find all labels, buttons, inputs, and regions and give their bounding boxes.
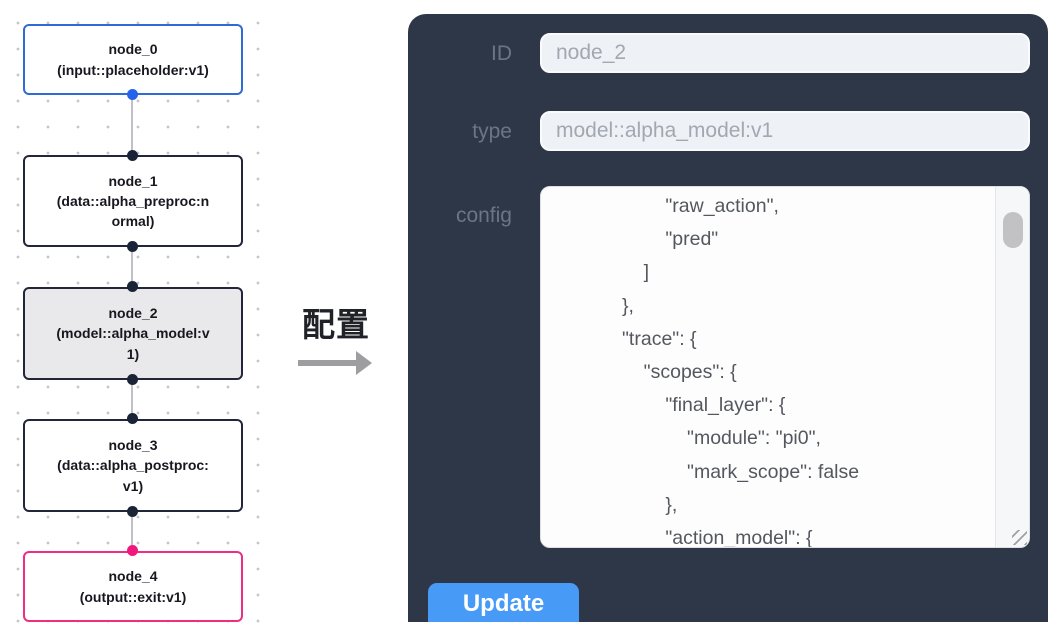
type-field-label: type	[472, 120, 512, 143]
config-json-text[interactable]: "raw_action", "pred" ] }, "trace": { "sc…	[622, 195, 860, 547]
node-input[interactable]: node_0 (input::placeholder:v1)	[23, 24, 243, 95]
node-type-label: (model::alpha_model:v1)	[56, 325, 210, 362]
scrollbar-track[interactable]	[995, 187, 1029, 547]
node-postproc[interactable]: node_3 (data::alpha_postproc:v1)	[23, 419, 243, 512]
edge-connector	[131, 95, 133, 156]
config-field-label: config	[455, 204, 512, 227]
edge-connector	[131, 379, 133, 420]
node-type-label: (data::alpha_preproc:normal)	[56, 192, 210, 230]
output-port[interactable]	[127, 89, 138, 100]
configure-label: 配置	[302, 306, 370, 343]
panel-region: ID type config "raw_action", "pred" ] },…	[390, 0, 1062, 622]
input-port[interactable]	[127, 150, 138, 161]
node-title: node_3	[108, 437, 158, 454]
output-port[interactable]	[127, 241, 138, 252]
output-port[interactable]	[127, 506, 138, 517]
scrollbar-thumb[interactable]	[1003, 212, 1023, 248]
right-arrow-icon	[296, 350, 376, 376]
input-port[interactable]	[127, 545, 138, 556]
node-preproc[interactable]: node_1 (data::alpha_preproc:normal)	[23, 155, 243, 247]
config-textarea[interactable]: "raw_action", "pred" ] }, "trace": { "sc…	[540, 186, 1030, 548]
node-model-selected[interactable]: node_2 (model::alpha_model:v1)	[23, 287, 243, 380]
node-title: node_0	[108, 41, 158, 58]
node-type-label: (output::exit:v1)	[79, 588, 187, 605]
input-port[interactable]	[127, 281, 138, 292]
node-type-label: (data::alpha_postproc:v1)	[57, 457, 209, 494]
configure-annotation: 配置	[281, 298, 391, 376]
id-input[interactable]	[540, 33, 1030, 73]
edge-connector	[131, 247, 133, 288]
input-port[interactable]	[127, 413, 138, 424]
node-config-panel: ID type config "raw_action", "pred" ] },…	[408, 14, 1048, 622]
node-title: node_2	[108, 305, 158, 322]
node-title: node_1	[108, 172, 158, 189]
type-input[interactable]	[540, 111, 1030, 151]
resize-handle-icon[interactable]	[1012, 530, 1027, 545]
node-output[interactable]: node_4 (output::exit:v1)	[23, 551, 243, 622]
id-field-label: ID	[491, 42, 512, 65]
node-title: node_4	[108, 568, 158, 585]
flow-canvas: node_0 (input::placeholder:v1) node_1 (d…	[0, 0, 262, 643]
update-button[interactable]: Update	[428, 583, 579, 622]
output-port[interactable]	[127, 374, 138, 385]
edge-connector	[131, 511, 133, 552]
node-type-label: (input::placeholder:v1)	[57, 61, 209, 78]
